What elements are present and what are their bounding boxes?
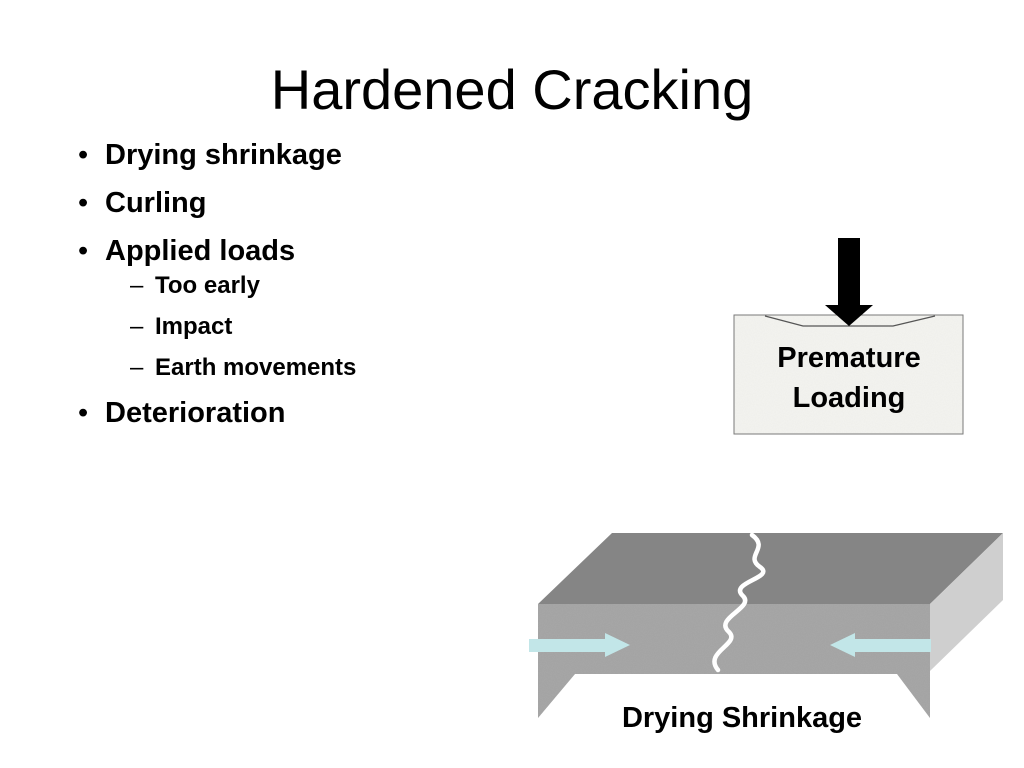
- bullet-item: • Deterioration: [78, 395, 356, 431]
- crack-icon: [712, 532, 766, 673]
- loaded-slab-texture: [735, 316, 962, 433]
- down-arrow-icon: [825, 238, 873, 326]
- sub-bullet-item: – Earth movements: [105, 353, 356, 383]
- premature-loading-figure: [733, 238, 964, 435]
- slab-right-face: [930, 533, 1003, 671]
- premature-loading-label-line1: Premature: [777, 342, 921, 374]
- bullet-marker: •: [78, 235, 89, 267]
- slide-title: Hardened Cracking: [270, 58, 754, 121]
- sub-bullet-label: Earth movements: [155, 354, 357, 381]
- bullet-label: Curling: [105, 187, 207, 219]
- bullet-item: • Drying shrinkage: [78, 137, 356, 173]
- bullet-label: Deterioration: [105, 397, 286, 429]
- sub-bullet-marker: –: [130, 354, 144, 381]
- bullet-label: Drying shrinkage: [105, 139, 342, 171]
- right-arrow-icon: [529, 633, 630, 657]
- sub-bullet-item: – Too early: [105, 271, 356, 301]
- sub-bullet-marker: –: [130, 272, 144, 299]
- sub-bullet-item: – Impact: [105, 312, 356, 342]
- deflection-line: [764, 315, 936, 327]
- bullet-marker: •: [78, 139, 89, 171]
- premature-loading-label: Premature Loading: [735, 338, 963, 418]
- bullet-item: • Applied loads – Too early – Impact – E…: [78, 233, 356, 383]
- left-arrow-icon: [830, 633, 931, 657]
- bullet-label: Applied loads: [105, 235, 296, 267]
- drying-shrinkage-label: Drying Shrinkage: [621, 702, 863, 734]
- bullet-marker: •: [78, 187, 89, 219]
- sub-bullet-label: Too early: [155, 272, 260, 299]
- bullet-list: • Drying shrinkage • Curling • Applied l…: [78, 137, 356, 443]
- sub-bullet-list: – Too early – Impact – Earth movements: [105, 271, 356, 383]
- bullet-item: • Curling: [78, 185, 356, 221]
- sub-bullet-label: Impact: [155, 313, 233, 340]
- slab-front-texture: [538, 604, 930, 718]
- premature-loading-label-line2: Loading: [792, 382, 906, 414]
- bullet-marker: •: [78, 397, 89, 429]
- drying-shrinkage-figure: [529, 532, 1003, 718]
- slab-top-face: [538, 533, 1003, 604]
- sub-bullet-marker: –: [130, 313, 144, 340]
